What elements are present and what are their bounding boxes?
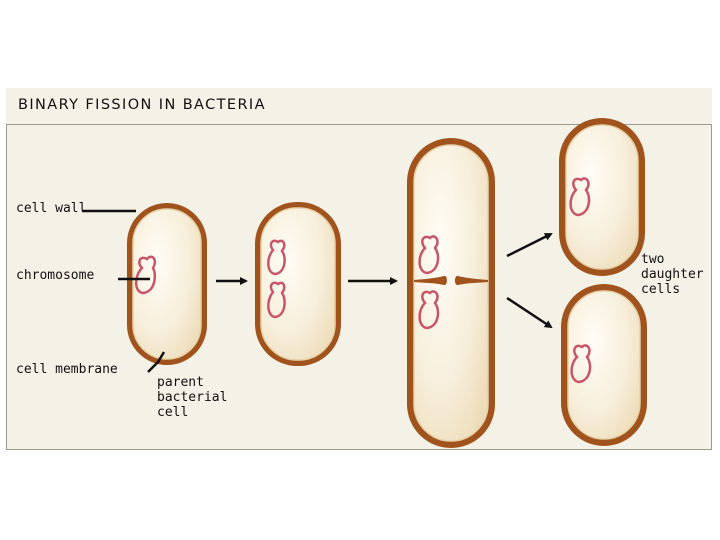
duplicating-cell [255, 202, 341, 366]
label-chromosome: chromosome [16, 268, 95, 283]
parent-cell-membrane [132, 208, 202, 360]
daughter-bottom-membrane [567, 290, 641, 440]
chromosome-copy-2 [267, 281, 286, 319]
daughter-cell-bottom [561, 284, 647, 446]
dividing-chromosome-1 [418, 235, 440, 275]
label-cell-wall: cell wall [16, 201, 87, 216]
dividing-cell [407, 138, 495, 448]
chromosome-copy-1 [267, 239, 286, 276]
arrow-to-daughter-bottom [506, 296, 553, 329]
label-daughter-cells: two daughter cells [641, 252, 704, 297]
label-cell-membrane: cell membrane [16, 362, 118, 377]
dividing-chromosome-2 [418, 290, 440, 330]
parent-chromosome [134, 255, 157, 295]
diagram-header: BINARY FISSION IN BACTERIA [6, 88, 712, 125]
daughter-top-membrane [565, 124, 639, 270]
dividing-cell-membrane [413, 144, 489, 442]
diagram-title: BINARY FISSION IN BACTERIA [18, 97, 266, 113]
cell-membrane-leader [147, 351, 166, 373]
parent-cell [127, 203, 207, 365]
duplicating-cell-membrane [260, 207, 336, 361]
daughter-top-chromosome [569, 177, 591, 217]
label-parent-cell: parent bacterial cell [157, 375, 228, 420]
septum-left [414, 275, 447, 286]
arrow-to-daughter-top [506, 232, 553, 258]
daughter-bottom-chromosome [570, 344, 592, 384]
septum-right [455, 275, 488, 286]
daughter-cell-top [559, 118, 645, 276]
